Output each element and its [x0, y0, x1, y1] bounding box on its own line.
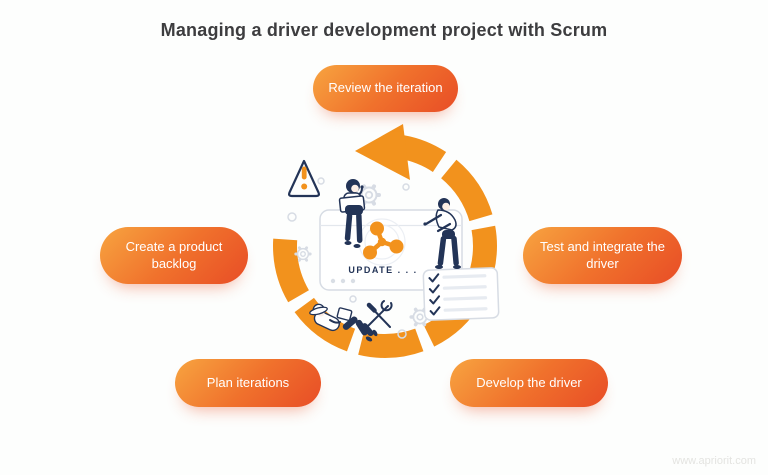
update-label: UPDATE . . . — [348, 265, 417, 275]
person-reclining-with-laptop — [309, 303, 378, 342]
warning-triangle-icon — [287, 159, 321, 198]
step-label: Review the iteration — [328, 80, 443, 96]
gear-icon — [294, 246, 312, 262]
step-pill-plan-iterations: Plan iterations — [175, 359, 321, 407]
window-dots — [330, 278, 356, 284]
step-pill-create-product-backlog: Create a product backlog — [100, 227, 248, 284]
arrowhead-icon — [355, 124, 410, 180]
step-label: Test and integrate the driver — [539, 238, 666, 271]
step-label: Plan iterations — [206, 374, 290, 390]
person-standing-pointing — [423, 198, 461, 269]
step-label: Develop the driver — [476, 374, 582, 390]
step-pill-test-and-integrate: Test and integrate the driver — [523, 227, 682, 284]
step-pill-review-the-iteration: Review the iteration — [313, 65, 458, 112]
checklist-icon — [422, 267, 500, 321]
step-label: Create a product backlog — [125, 238, 223, 271]
circular-arrow-icon — [273, 124, 497, 358]
person-sitting-with-laptop — [338, 179, 366, 248]
watermark: www.apriorit.com — [672, 455, 756, 467]
page-title: Managing a driver development project wi… — [160, 20, 608, 40]
wrench-screwdriver-icon — [366, 300, 393, 328]
step-pill-develop-the-driver: Develop the driver — [450, 359, 608, 407]
